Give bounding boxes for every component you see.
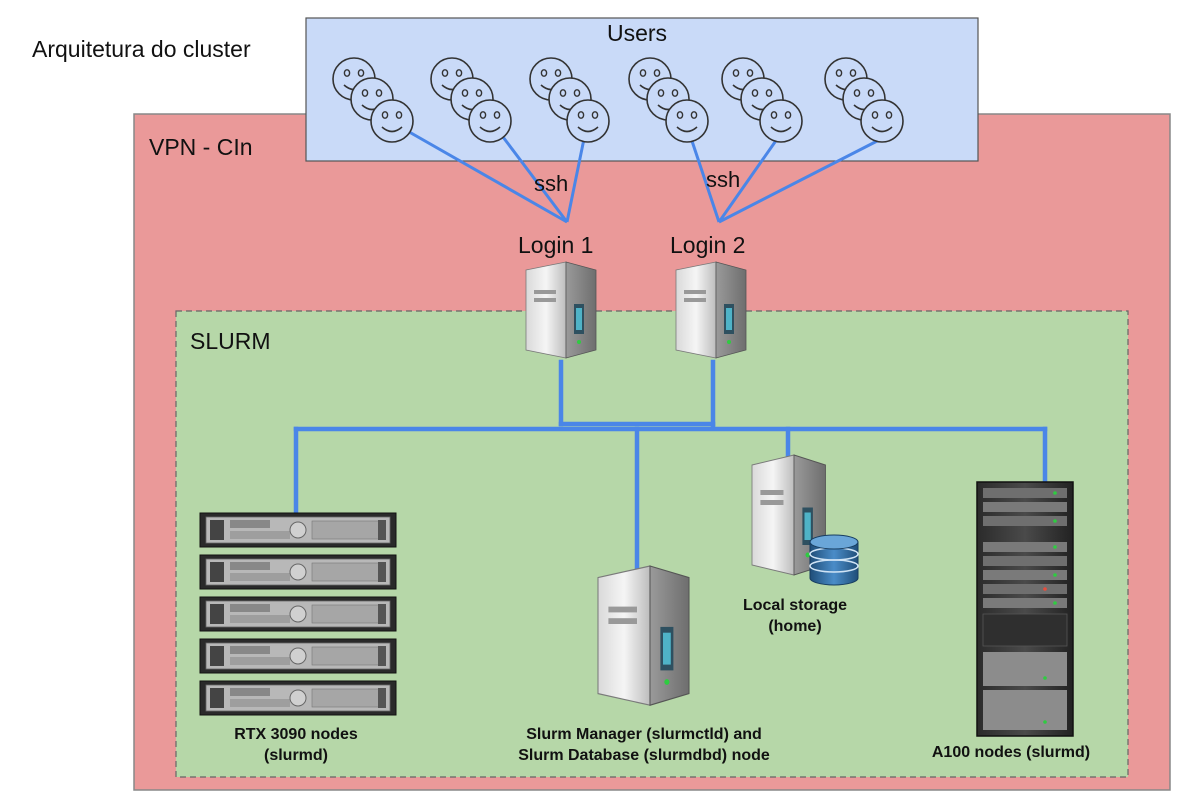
ssh-label-left: ssh (534, 171, 569, 196)
login2-label: Login 2 (670, 232, 746, 258)
smiley-face-icon (759, 99, 803, 143)
smiley-face-icon (468, 99, 512, 143)
slurm-manager-label: Slurm Manager (slurmctld) and Slurm Data… (474, 724, 814, 766)
vpn-region-label: VPN - CIn (149, 134, 253, 160)
a100-label: A100 nodes (slurmd) (931, 744, 1091, 761)
rtx-3090-label: RTX 3090 nodes (slurmd) (196, 724, 396, 766)
local-storage-label: Local storage (home) (720, 595, 870, 637)
network-bus (293, 359, 1048, 589)
database-icon (809, 534, 859, 586)
diagram-title: Arquitetura do cluster (32, 36, 251, 62)
ssh-link (495, 128, 569, 223)
slurm-region-label: SLURM (190, 328, 271, 354)
slurm-manager-label-line2: Slurm Database (slurmdbd) node (518, 747, 770, 764)
rtx-3090-label-line1: RTX 3090 nodes (234, 726, 358, 743)
smiley-face-icon (860, 99, 904, 143)
login1-label: Login 1 (518, 232, 594, 258)
smiley-face-icon (370, 99, 414, 143)
ssh-link (718, 136, 884, 224)
login2-server-icon (675, 261, 747, 359)
a100-rack-icon (976, 481, 1074, 737)
slurm-manager-label-line1: Slurm Manager (slurmctld) and (526, 726, 762, 743)
ssh-link (717, 131, 784, 223)
ssh-label-right: ssh (706, 167, 741, 192)
ssh-link (565, 128, 588, 223)
ssh-link (403, 127, 568, 224)
smiley-face-icon (665, 99, 709, 143)
rtx-3090-label-line2: (slurmd) (264, 747, 328, 764)
local-storage-label-line2: (home) (768, 618, 822, 635)
slurm-manager-server-icon (597, 565, 690, 706)
ssh-link (687, 131, 721, 223)
smiley-face-icon (566, 99, 610, 143)
login1-server-icon (525, 261, 597, 359)
local-storage-label-line1: Local storage (742, 597, 848, 614)
rtx-3090-rack-icon (199, 512, 397, 716)
ssh-links (403, 127, 884, 224)
users-region-label: Users (607, 20, 668, 46)
